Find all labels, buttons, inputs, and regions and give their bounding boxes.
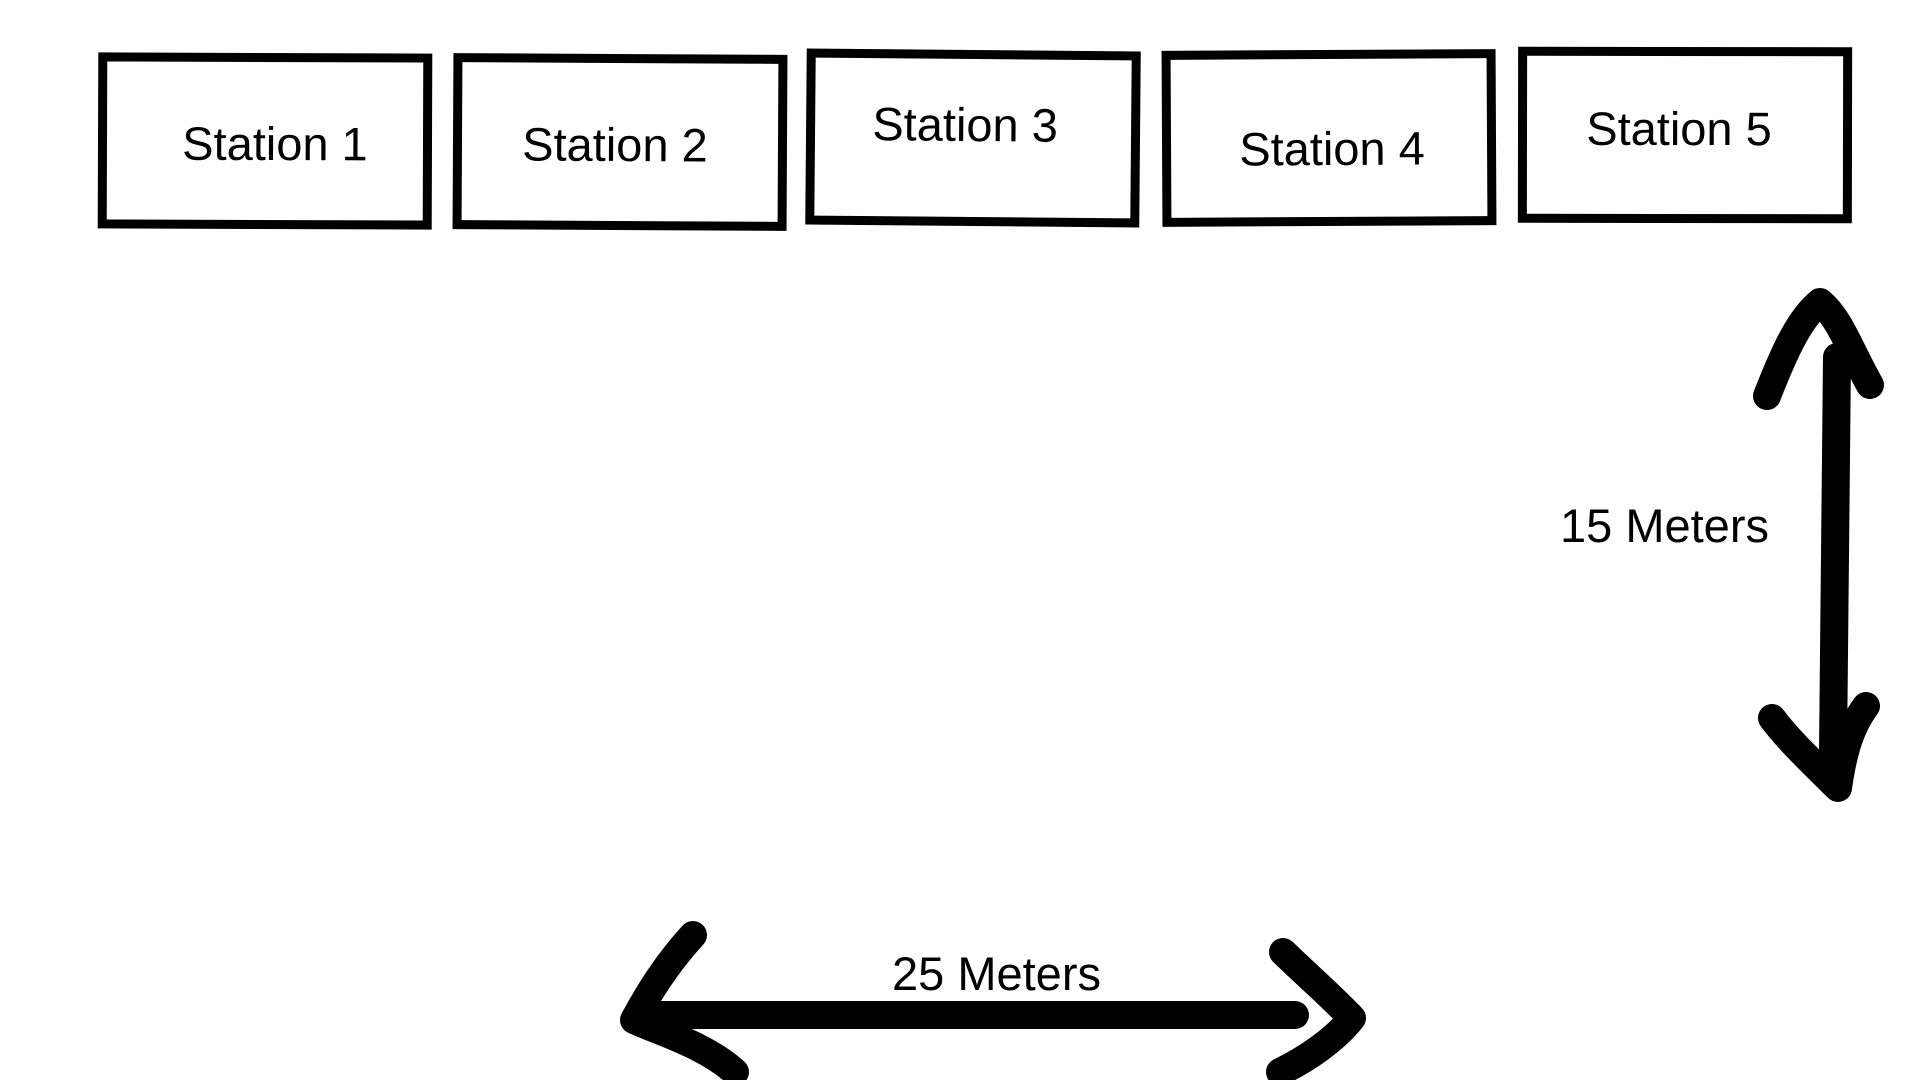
station-label-3: Station 3 <box>872 96 1059 152</box>
station-box-3: Station 3 <box>805 48 1141 228</box>
station-box-1: Station 1 <box>97 52 433 230</box>
horizontal-dimension-label: 25 Meters <box>892 947 1101 1000</box>
vertical-arrow-head-top <box>1753 288 1884 410</box>
vertical-dimension-label: 15 Meters <box>1560 499 1769 552</box>
station-box-5: Station 5 <box>1517 46 1853 224</box>
vertical-arrow-head-bottom <box>1758 692 1880 802</box>
station-box-2: Station 2 <box>452 53 788 231</box>
vertical-arrow-shaft <box>1819 343 1851 766</box>
vertical-double-arrow <box>1753 288 1884 802</box>
station-label-5: Station 5 <box>1586 101 1772 155</box>
horizontal-arrow-head-right <box>1266 938 1366 1080</box>
station-label-2: Station 2 <box>522 116 708 171</box>
station-label-4: Station 4 <box>1239 120 1425 175</box>
station-label-1: Station 1 <box>182 116 368 170</box>
station-box-4: Station 4 <box>1161 49 1497 227</box>
horizontal-arrow-head-left <box>620 921 749 1080</box>
